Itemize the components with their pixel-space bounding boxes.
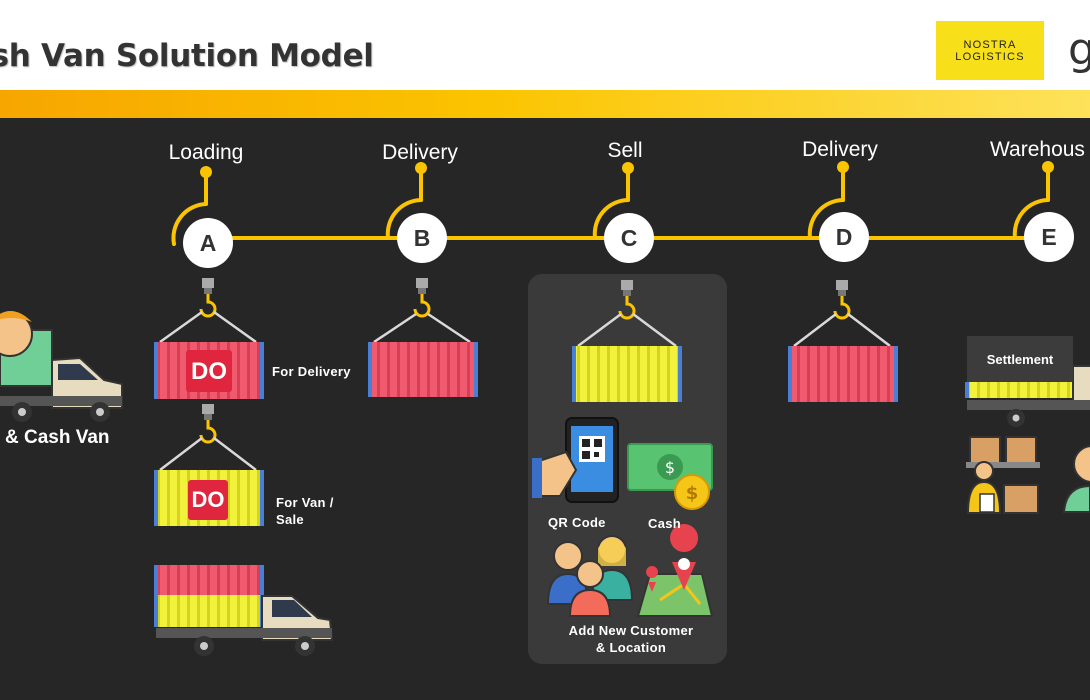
svg-text:$: $ xyxy=(686,483,699,504)
svg-text:$: $ xyxy=(665,458,675,477)
cash-label: Cash xyxy=(648,516,681,531)
settlement-truck-icon xyxy=(965,365,1090,427)
stage-label-e: Warehous xyxy=(990,138,1085,161)
for-delivery-label: For Delivery xyxy=(272,364,351,379)
stage-circle-a: A xyxy=(183,218,233,268)
cash-van-label: & Cash Van xyxy=(5,427,110,448)
crane-hooks xyxy=(199,278,851,444)
stage-label-b: Delivery xyxy=(382,141,458,164)
logo-line2: LOGISTICS xyxy=(955,50,1025,63)
for-van-label-line2: Sale xyxy=(276,512,304,527)
stage-circle-d: D xyxy=(819,212,869,262)
for-van-label-line1: For Van / xyxy=(276,495,334,510)
stage-circle-b: B xyxy=(397,213,447,263)
partner-logo-partial: g xyxy=(1068,24,1090,75)
container-a-van-sale xyxy=(154,470,264,526)
container-b xyxy=(368,342,478,397)
cash-icon: $ $ xyxy=(627,443,713,510)
customers-icon xyxy=(546,535,634,617)
logo-line1: NOSTRA xyxy=(963,38,1017,51)
container-slings xyxy=(159,310,891,471)
container-c xyxy=(572,346,682,402)
stage-label-dots xyxy=(200,161,1054,178)
page-title: ash Van Solution Model xyxy=(0,38,374,74)
settlement-label: Settlement xyxy=(967,336,1073,382)
add-customer-label-line1: Add New Customer xyxy=(568,623,694,638)
qr-code-phone-icon xyxy=(532,417,619,503)
warehouse-staff-icon xyxy=(966,436,1040,514)
stage-circle-c: C xyxy=(604,213,654,263)
header-accent-band xyxy=(0,90,1090,118)
stage-label-c: Sell xyxy=(607,139,643,162)
qr-code-label: QR Code xyxy=(548,515,606,530)
map-location-icon xyxy=(636,524,714,617)
container-a-delivery xyxy=(154,342,264,399)
stage-label-a: Loading xyxy=(168,141,244,164)
stage-label-d: Delivery xyxy=(802,138,878,161)
driver-van-icon xyxy=(0,311,123,422)
add-customer-label-line2: & Location xyxy=(595,640,667,655)
container-d xyxy=(788,346,898,402)
header-bar: ash Van Solution Model NOSTRA LOGISTICS … xyxy=(0,0,1090,90)
loaded-truck-icon xyxy=(154,565,334,656)
nostra-logistics-logo: NOSTRA LOGISTICS xyxy=(936,21,1044,80)
do-badge-delivery: DO xyxy=(191,358,227,385)
stage-circle-e: E xyxy=(1024,212,1074,262)
do-badge-van-sale: DO xyxy=(191,487,225,512)
stage-connectors xyxy=(171,166,1050,246)
person-partial-icon xyxy=(1062,445,1090,513)
